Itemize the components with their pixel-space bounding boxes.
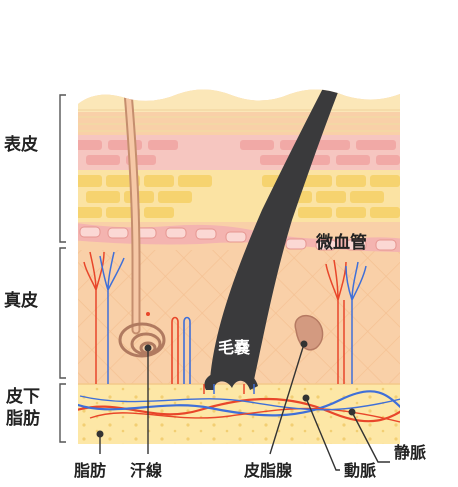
follicle-vessels (203, 384, 255, 394)
capillaries-left (83, 251, 125, 384)
vein-label: 静脈 (394, 443, 426, 462)
capillaries-right (325, 259, 367, 384)
artery-label: 動脈 (344, 461, 376, 480)
hair-shaft (210, 89, 370, 380)
stratum-corneum (78, 89, 400, 112)
dermis-label: 真皮 (4, 290, 38, 311)
leader-dots (96, 340, 356, 438)
epidermis-label: 表皮 (4, 134, 38, 155)
subcutis-label-line1: 皮下 (6, 386, 40, 407)
layer-brackets (59, 94, 66, 443)
subcutis-label-line2: 脂肪 (6, 408, 40, 429)
fat-dots (78, 384, 400, 445)
capillaries-mid (171, 316, 191, 384)
pink-cells (78, 140, 400, 165)
vein-main (78, 390, 400, 417)
sweat-gland-label: 汗線 (130, 461, 162, 480)
capillary-label: 微血管 (315, 232, 367, 253)
fat-label: 脂肪 (74, 461, 106, 480)
leader-lines (99, 343, 390, 471)
sebaceous-gland-label: 皮脂腺 (243, 461, 293, 480)
basal-cells (79, 226, 397, 251)
follicle-label: 毛嚢 (218, 338, 251, 357)
skin-layers (78, 89, 400, 445)
